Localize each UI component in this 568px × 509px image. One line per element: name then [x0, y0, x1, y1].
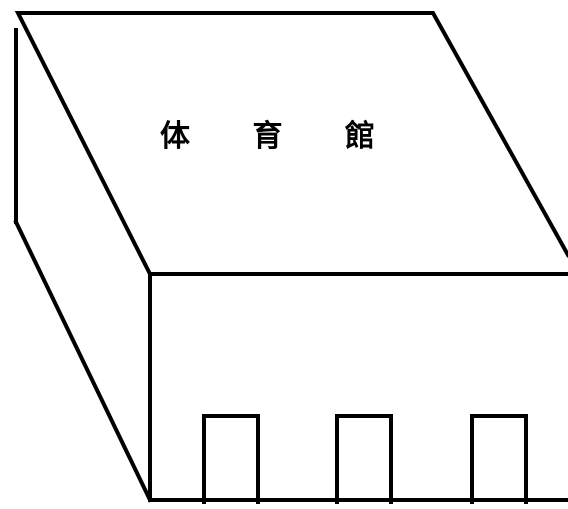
door-3: [470, 414, 528, 504]
left-wall-slanted-edge: [13, 219, 153, 503]
roof-top-edge: [14, 11, 568, 277]
door-2: [335, 414, 393, 504]
roof-label: 体 育 館: [160, 119, 401, 154]
door-1: [202, 414, 260, 504]
